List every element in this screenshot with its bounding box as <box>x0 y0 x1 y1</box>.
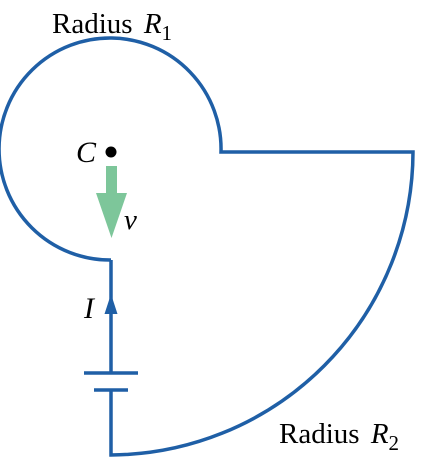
wire-loop <box>0 36 415 457</box>
current-arrow <box>104 294 118 314</box>
center-dot <box>105 146 117 158</box>
current-label: I <box>83 292 96 325</box>
radius-r2-label: Radius R2 <box>279 418 399 455</box>
center-label: C <box>76 136 97 169</box>
velocity-label: v <box>124 204 137 236</box>
velocity-arrow-shaft <box>106 166 117 194</box>
radius-r1-label: Radius R1 <box>52 8 172 45</box>
velocity-arrow-head <box>96 193 127 238</box>
